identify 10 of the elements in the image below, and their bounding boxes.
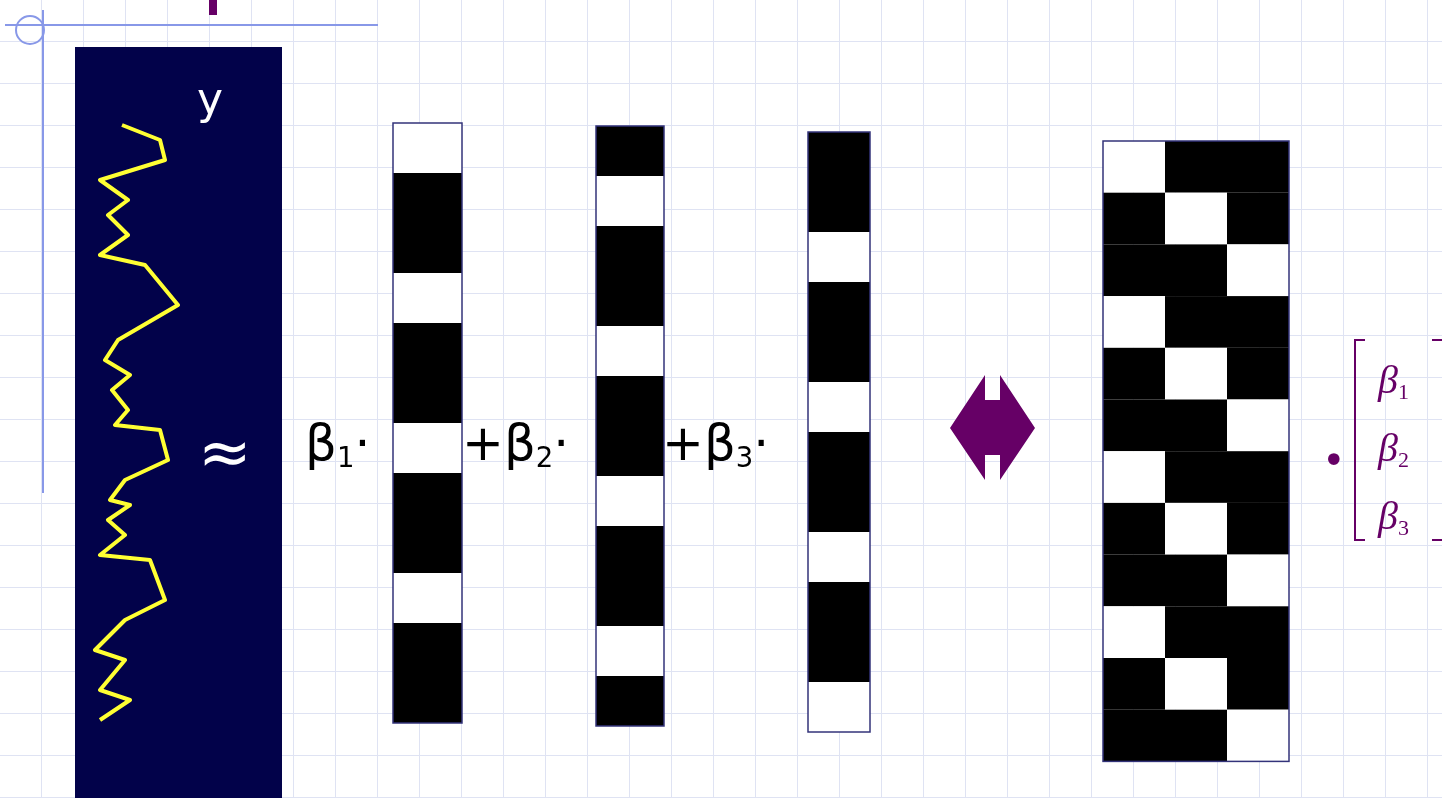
weight-term: +β$_{2}$· xyxy=(462,418,570,472)
weight-term: β$_{1}$· xyxy=(305,418,371,472)
parameter-symbol: β$_{3}$ xyxy=(1378,496,1409,539)
parameter-symbol: β$_{1}$ xyxy=(1378,360,1409,403)
signal-label: y xyxy=(197,77,224,121)
approx-sign: ≈ xyxy=(198,420,252,484)
dot-operator: • xyxy=(1322,440,1346,480)
parameter-symbol: β$_{2}$ xyxy=(1378,428,1409,471)
signal-panel xyxy=(75,47,282,798)
weight-term: +β$_{3}$· xyxy=(662,418,770,472)
